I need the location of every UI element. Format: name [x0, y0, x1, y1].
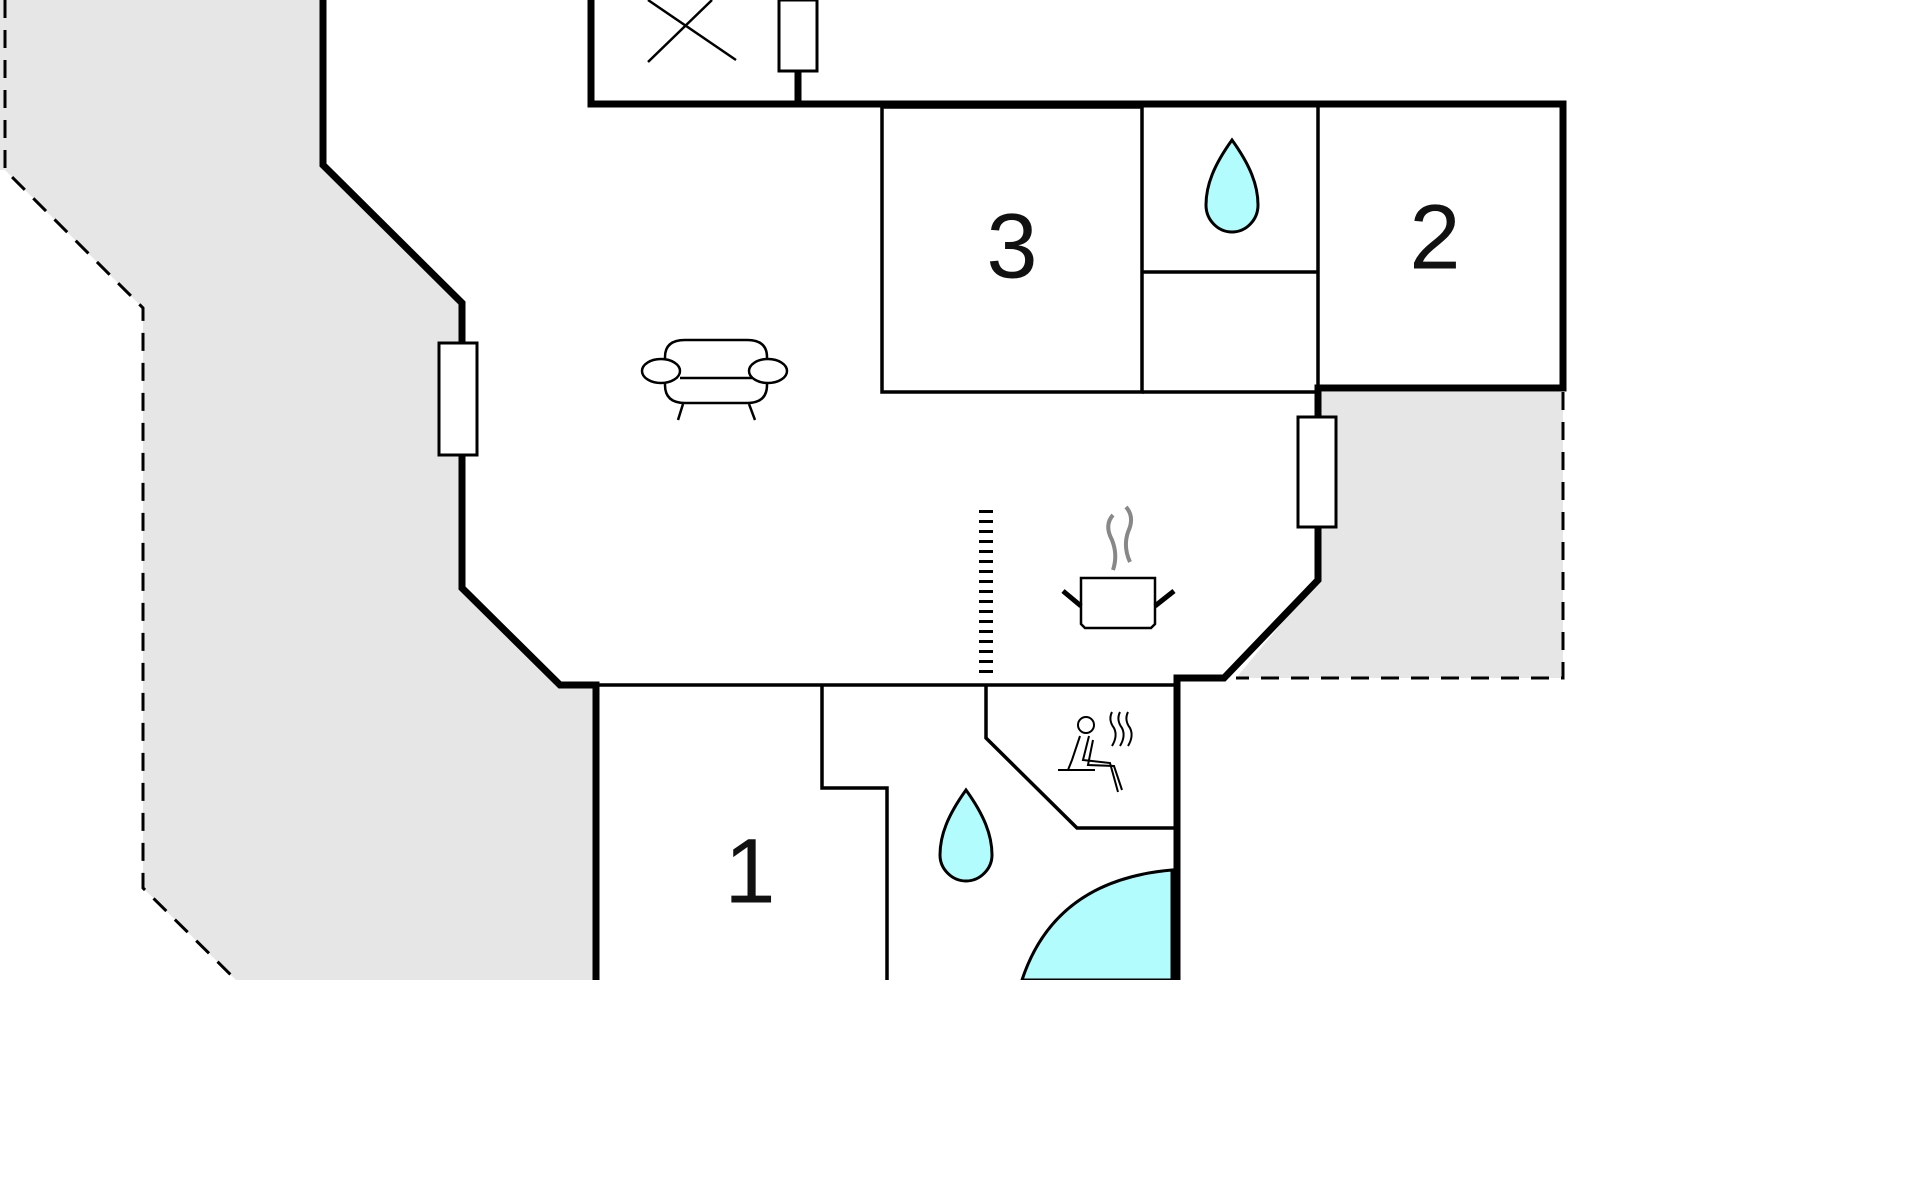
- bathtub-icon: [1020, 868, 1174, 980]
- sauna-icon: [1058, 711, 1133, 793]
- room-number-2: 2: [1409, 186, 1460, 288]
- room-3-outline: [880, 105, 1144, 394]
- window-icon: [1296, 415, 1338, 529]
- room-number-3: 3: [986, 195, 1037, 297]
- room-number-1: 1: [724, 820, 775, 922]
- exterior-wall-left-lower: [458, 455, 600, 980]
- exterior-wall-top: [587, 0, 802, 108]
- cross-mark-icon: [647, 0, 713, 63]
- terrace-left: [0, 0, 594, 980]
- water-drop-icon: [1204, 137, 1260, 234]
- window-icon: [437, 341, 479, 457]
- sauna-wall: [984, 685, 1177, 830]
- terrace-right: [1236, 392, 1563, 678]
- exterior-wall-left: [319, 0, 466, 343]
- water-drop-icon: [938, 787, 994, 883]
- sofa-icon: [640, 338, 789, 421]
- cooking-pot-icon: [1061, 505, 1176, 630]
- terrace-left-outline: [3, 0, 238, 980]
- cross-mark-icon: [647, 0, 737, 62]
- exterior-wall-right-lower: [1173, 527, 1322, 980]
- window-icon: [777, 0, 819, 73]
- floor-plan: 3 2 1: [0, 0, 1567, 980]
- exterior-wall-top-right: [798, 100, 1567, 417]
- room-1-right-wall: [820, 685, 889, 980]
- terrace-right-outline: [1236, 392, 1565, 680]
